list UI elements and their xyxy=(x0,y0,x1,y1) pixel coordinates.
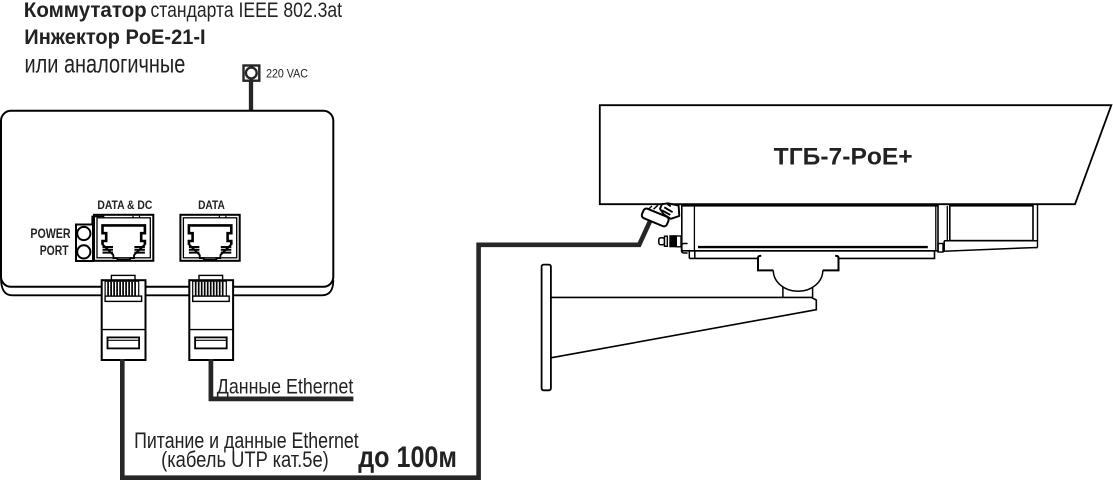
svg-text:ТГБ-7-PoE+: ТГБ-7-PoE+ xyxy=(774,143,913,170)
svg-text:(кабель UTP кат.5e): (кабель UTP кат.5e) xyxy=(161,447,329,472)
svg-text:Данные Ethernet: Данные Ethernet xyxy=(217,375,354,399)
svg-text:DATA: DATA xyxy=(198,198,225,212)
svg-text:или аналогичные: или аналогичные xyxy=(25,48,186,78)
svg-text:Коммутатор: Коммутатор xyxy=(24,0,147,22)
svg-text:DATA & DC: DATA & DC xyxy=(97,198,152,212)
svg-text:стандарта IEEE 802.3at: стандарта IEEE 802.3at xyxy=(151,0,343,22)
svg-text:Инжектор PoE-21-I: Инжектор PoE-21-I xyxy=(24,26,205,49)
svg-text:220 VAC: 220 VAC xyxy=(266,66,308,80)
svg-text:до 100м: до 100м xyxy=(358,441,457,474)
svg-text:Питание и данные Ethernet: Питание и данные Ethernet xyxy=(134,428,359,453)
svg-text:POWER: POWER xyxy=(30,226,70,241)
svg-text:PORT: PORT xyxy=(40,243,70,258)
